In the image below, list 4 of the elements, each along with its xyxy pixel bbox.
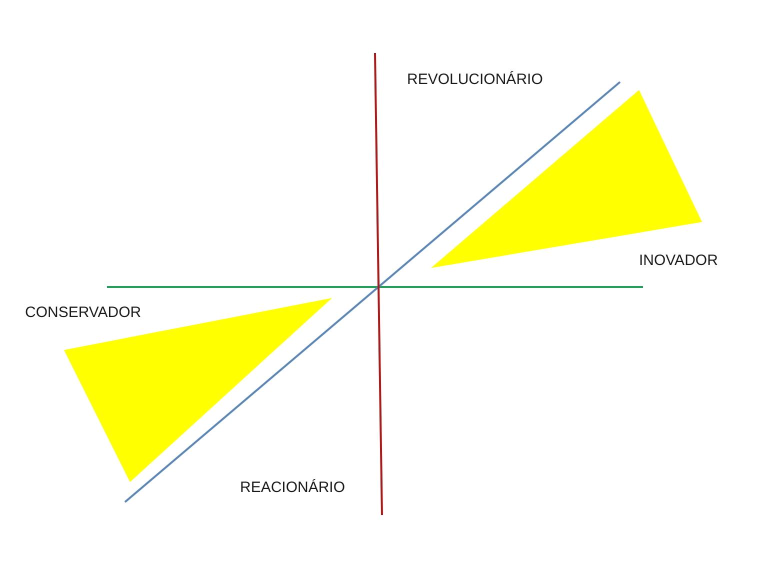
axis-label: REVOLUCIONÁRIO <box>407 71 543 89</box>
axis-label: INOVADOR <box>639 252 718 270</box>
axis-label: CONSERVADOR <box>25 304 142 322</box>
axis-label: REACIONÁRIO <box>240 479 346 497</box>
